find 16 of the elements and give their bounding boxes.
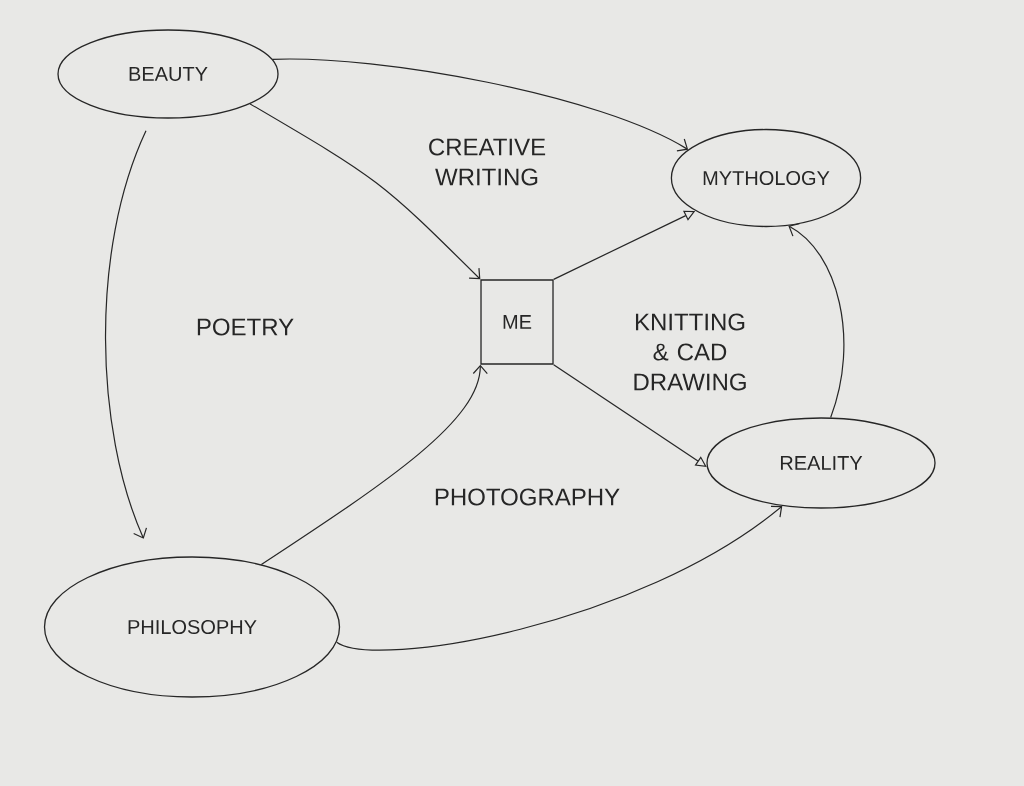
arrow: [249, 103, 481, 280]
handwritten-label: CREATIVE WRITING: [429, 138, 546, 186]
ellipse-node: MYTHOLOGY: [670, 128, 862, 228]
handwritten-label: PHOTOGRAPHY: [435, 488, 620, 506]
handwritten-label: POETRY: [197, 318, 294, 336]
box-node: ME: [480, 279, 554, 365]
arrow: [260, 364, 488, 566]
arrow: [553, 364, 707, 467]
arrow: [104, 130, 148, 539]
ellipse-node: PHILOSOPHY: [43, 556, 341, 698]
arrow: [788, 223, 845, 419]
arrow: [336, 505, 783, 651]
ellipse-node: REALITY: [706, 417, 936, 509]
ellipse-node: BEAUTY: [57, 29, 279, 119]
handwritten-label: KNITTING & CAD DRAWING: [634, 313, 746, 391]
arrow: [271, 58, 689, 152]
